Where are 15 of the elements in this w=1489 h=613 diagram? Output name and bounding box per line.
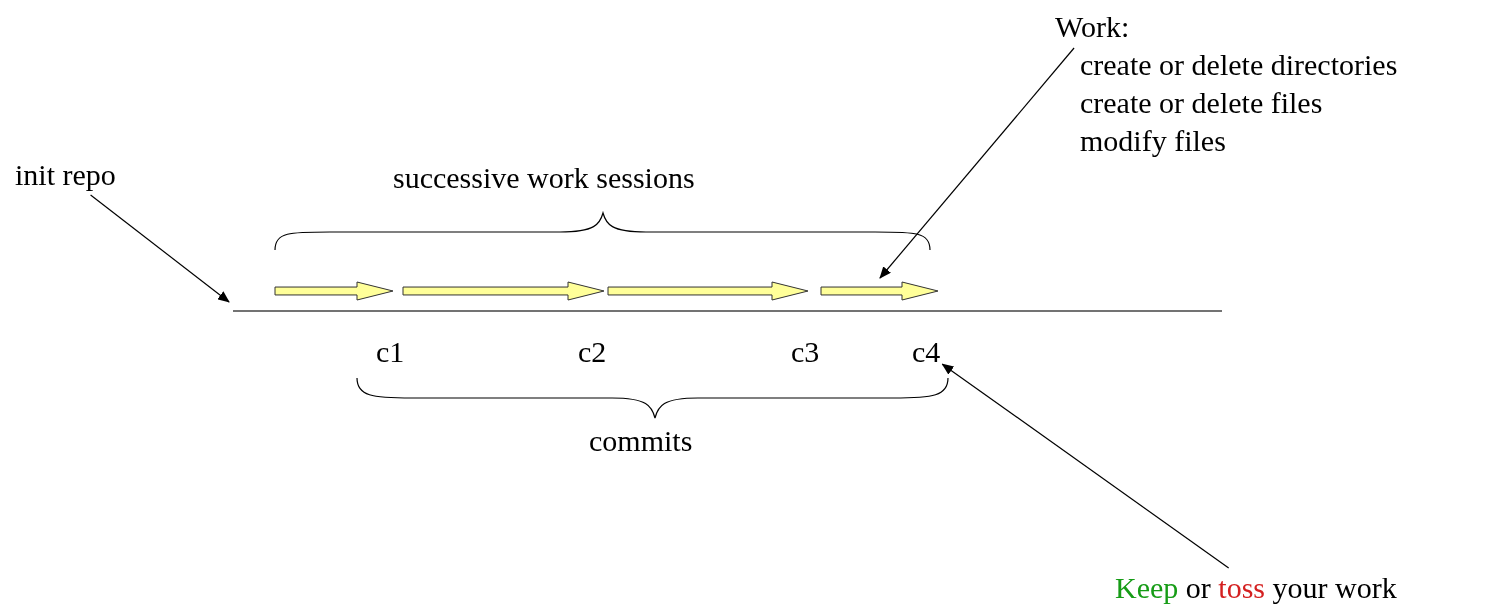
list-item-text: create or delete files	[1079, 85, 1324, 121]
annotation-text: init repo	[15, 157, 116, 193]
leader-arrow	[879, 47, 1075, 279]
brace-label: commits	[589, 423, 693, 459]
leader-arrow	[90, 194, 230, 303]
list-item-text: create or delete directories	[1079, 47, 1398, 83]
leader-arrow	[941, 363, 1230, 569]
brace-label: successive work sessions	[393, 160, 695, 196]
list-item-text: modify files	[1079, 123, 1227, 159]
heading-text: Work:	[1055, 9, 1130, 45]
annotation-text: Keep or toss your work	[1115, 570, 1397, 606]
commit-label: c2	[578, 334, 607, 370]
commit-label: c3	[791, 334, 820, 370]
commit-label: c1	[376, 334, 405, 370]
commit-label: c4	[912, 334, 941, 370]
